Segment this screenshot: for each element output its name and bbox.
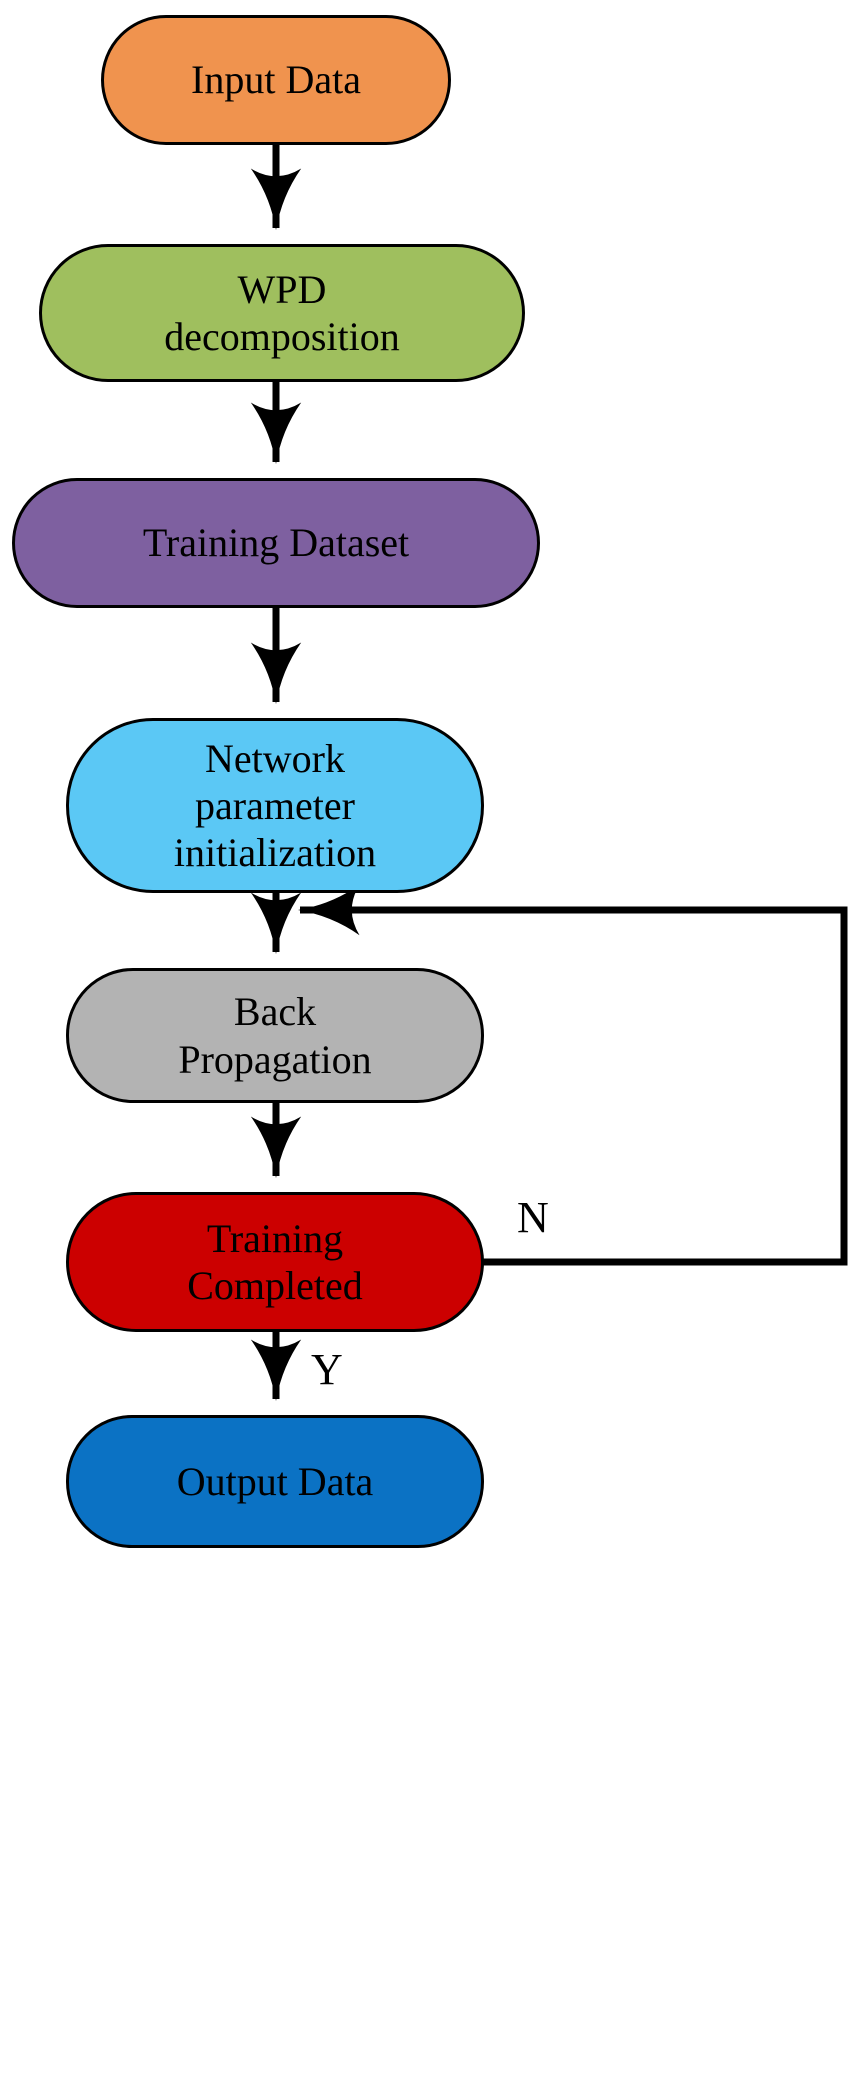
node-wpd-decomposition[interactable]: WPD decomposition [39,244,525,382]
node-input-data[interactable]: Input Data [101,15,451,145]
node-training-completed[interactable]: Training Completed [66,1192,484,1332]
node-network-parameter-initialization[interactable]: Network parameter initialization [66,718,484,893]
node-output-data[interactable]: Output Data [66,1415,484,1548]
node-wpd-decomposition-label: WPD decomposition [164,266,400,359]
node-back-propagation-label: Back Propagation [178,989,372,1082]
node-output-data-label: Output Data [176,1458,374,1504]
node-network-parameter-initialization-label: Network parameter initialization [173,735,377,876]
node-back-propagation[interactable]: Back Propagation [66,968,484,1103]
node-training-dataset-label: Training Dataset [142,520,410,566]
edge-label-branch-no: N [517,1193,549,1242]
node-training-completed-label: Training Completed [187,1215,363,1308]
node-input-data-label: Input Data [191,57,361,103]
node-training-dataset[interactable]: Training Dataset [12,478,540,608]
edge-label-branch-yes: Y [311,1345,343,1394]
